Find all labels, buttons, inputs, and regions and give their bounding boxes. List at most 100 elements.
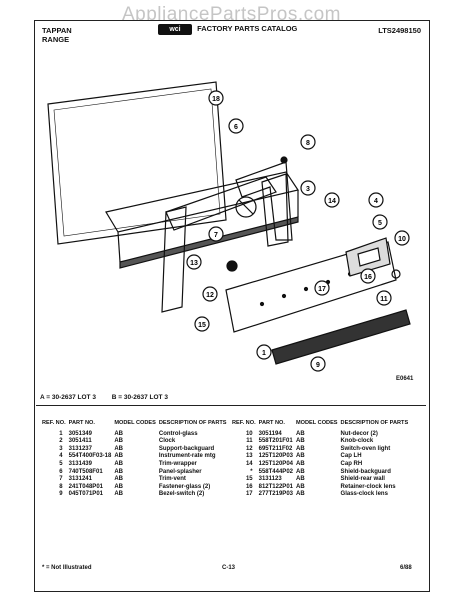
part-cell: 812T122P01 <box>258 483 293 490</box>
model-cell: AB <box>296 445 305 452</box>
brand-line-2: RANGE <box>42 35 70 44</box>
col-ref: REF. NO. <box>42 420 66 426</box>
callout-label: 14 <box>328 198 336 205</box>
ref-cell: 1 <box>59 430 63 437</box>
model-cell: AB <box>114 453 123 460</box>
callout-16 <box>360 268 376 284</box>
part-cell: 554T400F03-18 <box>68 453 112 460</box>
part-cell: 558T444P02 <box>258 468 293 475</box>
callout-label: 15 <box>198 322 206 329</box>
brand-line-1: TAPPAN <box>42 26 72 35</box>
desc-cell: Fastener-glass (2) <box>158 483 211 490</box>
support-frame-shape <box>165 176 277 231</box>
page-number: C-13 <box>222 565 236 571</box>
callout-17 <box>314 280 330 296</box>
part-cell: 045T071P01 <box>68 491 103 498</box>
callout-9 <box>310 356 326 372</box>
callout-7 <box>208 226 224 242</box>
desc-cell: Clock <box>158 438 176 445</box>
part-cell: 125T120P03 <box>258 453 293 460</box>
ref-cell: 11 <box>246 438 253 445</box>
parts-table-left: REF. NO. PART NO. MODEL CODES DESCRIPTIO… <box>42 420 230 499</box>
ref-cell: 13 <box>245 453 253 460</box>
callout-label: 7 <box>214 232 218 239</box>
desc-cell: Retainer-clock lens <box>340 483 396 490</box>
ref-cell: 3 <box>59 445 63 452</box>
desc-cell: Nut-decor (2) <box>340 430 378 437</box>
ref-cell: 7 <box>59 476 63 483</box>
desc-cell: Cap RH <box>340 460 363 467</box>
ref-cell: 2 <box>59 438 63 445</box>
desc-cell: Trim-vent <box>158 476 186 483</box>
part-cell: 3051411 <box>68 438 92 445</box>
ref-cell: 15 <box>245 476 253 483</box>
callout-8 <box>300 134 316 150</box>
model-cell: AB <box>114 468 123 475</box>
model-cell: AB <box>296 491 305 498</box>
col-model: MODEL CODES <box>114 420 156 426</box>
callout-label: 5 <box>378 220 382 227</box>
desc-cell: Instrument-rate mtg <box>158 453 216 460</box>
model-cell: AB <box>296 483 305 490</box>
ref-cell: 5 <box>59 460 63 467</box>
desc-cell: Knob-clock <box>340 438 374 445</box>
callout-label: 16 <box>364 274 372 281</box>
callout-label: 1 <box>262 350 266 357</box>
col-desc: DESCRIPTION OF PARTS <box>158 420 227 426</box>
model-cell: AB <box>296 430 305 437</box>
col-part: PART NO. <box>68 420 95 426</box>
model-cell: AB <box>296 453 305 460</box>
callout-6 <box>228 118 244 134</box>
lot-a: A = 30-2637 LOT 3 <box>40 394 96 401</box>
desc-cell: Bezel-switch (2) <box>158 491 205 498</box>
ref-cell: 17 <box>245 491 253 498</box>
callout-label: 3 <box>306 186 310 193</box>
part-cell: 3131241 <box>68 476 92 483</box>
callout-label: 12 <box>206 292 214 299</box>
model-cell: AB <box>296 438 305 445</box>
ref-cell: * <box>250 468 253 475</box>
desc-cell: Control-glass <box>158 430 198 437</box>
callout-12 <box>202 286 218 302</box>
callout-13 <box>186 254 202 270</box>
callout-label: 6 <box>234 124 238 131</box>
col-ref: REF. NO. <box>232 420 256 426</box>
ref-cell: 9 <box>59 491 63 498</box>
desc-cell: Cap LH <box>340 453 362 460</box>
callout-1 <box>256 344 272 360</box>
model-cell: AB <box>114 476 123 483</box>
table-row: 7 3131241 AB Trim-vent <box>42 476 230 484</box>
callout-18 <box>208 90 224 106</box>
callout-label: 11 <box>380 296 388 303</box>
model-cell: AB <box>296 460 305 467</box>
ref-cell: 16 <box>245 483 253 490</box>
part-cell: 3051349 <box>68 430 92 437</box>
callout-3 <box>300 180 316 196</box>
revision-date: 6/88 <box>400 565 412 571</box>
callout-label: 9 <box>316 362 320 369</box>
ref-cell: 10 <box>245 430 253 437</box>
control-glass-shape <box>271 309 411 365</box>
part-cell: 3131123 <box>258 476 282 483</box>
desc-cell: Support-backguard <box>158 445 215 452</box>
part-cell: 125T120P04 <box>258 460 293 467</box>
brand-logo: wci <box>158 24 192 35</box>
watermark: AppliancePartsPros.com <box>121 4 342 25</box>
callout-10 <box>394 230 410 246</box>
model-cell: AB <box>114 460 123 467</box>
model-cell: AB <box>114 445 123 452</box>
part-cell: 558T201F01 <box>258 438 293 445</box>
callout-11 <box>376 290 392 306</box>
diagram-code: E0641 <box>396 376 414 382</box>
lot-info: A = 30-2637 LOT 3 B = 30-2637 LOT 3 <box>40 394 182 401</box>
